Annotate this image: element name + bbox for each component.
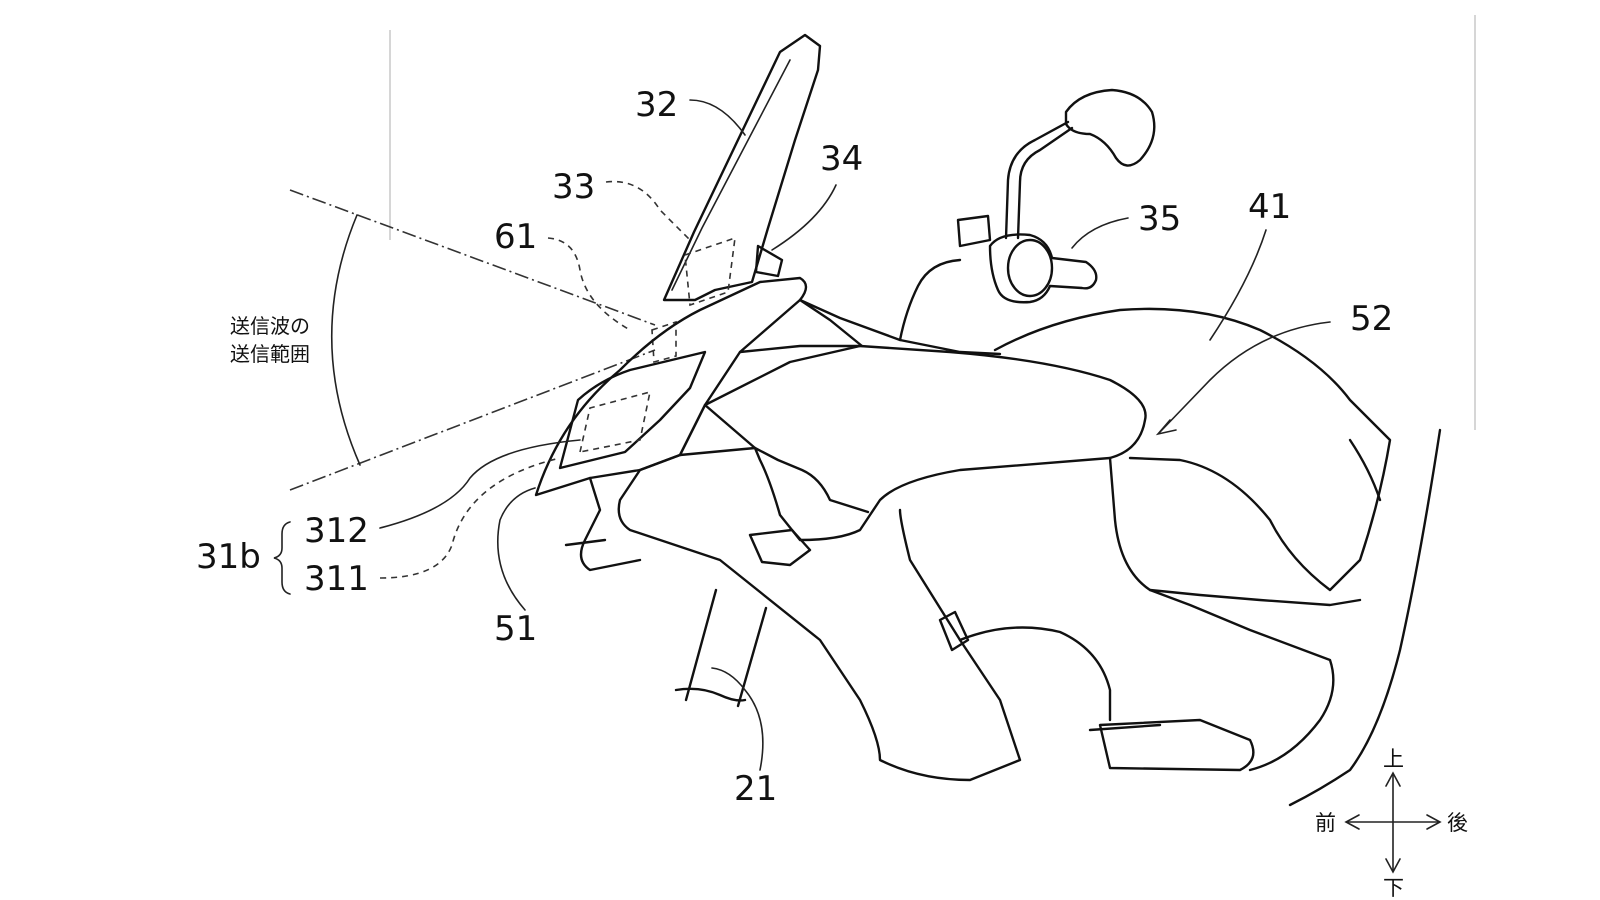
label-31b: 31b <box>196 537 261 577</box>
direction-compass: 上 下 前 後 <box>1315 747 1468 900</box>
leader-35 <box>1071 217 1129 249</box>
transmission-range: 送信波の 送信範囲 <box>230 189 656 491</box>
compass-rear-label: 後 <box>1447 811 1468 835</box>
label-41: 41 <box>1248 187 1291 227</box>
side-panel <box>958 456 1362 772</box>
leader-21 <box>711 667 764 771</box>
body-outline-right <box>1288 428 1442 807</box>
handlebar-grip <box>898 214 1098 342</box>
tank-edge <box>1348 438 1382 502</box>
leader-34 <box>771 184 837 251</box>
label-311: 311 <box>304 559 369 599</box>
range-arc <box>330 214 361 466</box>
brace-31b <box>273 521 291 595</box>
lower-fairing <box>564 468 1022 782</box>
label-35: 35 <box>1138 199 1181 239</box>
range-label-line1: 送信波の <box>230 314 310 338</box>
label-52: 52 <box>1350 299 1393 339</box>
label-61: 61 <box>494 217 537 257</box>
compass-up-label: 上 <box>1383 747 1404 771</box>
label-51: 51 <box>494 609 537 649</box>
label-34: 34 <box>820 139 863 179</box>
label-312: 312 <box>304 511 369 551</box>
range-upper-line <box>289 189 656 326</box>
mirror <box>1004 88 1156 240</box>
windscreen <box>662 33 822 302</box>
fuel-tank <box>993 307 1392 592</box>
label-21: 21 <box>734 769 777 809</box>
reflector <box>748 528 812 567</box>
leader-41 <box>1209 229 1267 341</box>
range-label-line2: 送信範囲 <box>230 342 310 366</box>
reference-numerals: 32 33 34 61 35 41 52 31b 312 311 51 21 <box>196 85 1393 809</box>
leader-51 <box>497 487 536 611</box>
front-cowl <box>534 276 1002 497</box>
radar-sensor-dashed <box>651 320 677 364</box>
front-fork <box>674 588 970 708</box>
compass-front-label: 前 <box>1315 811 1336 835</box>
compass-arrow-front <box>1344 814 1360 830</box>
compass-down-label: 下 <box>1383 876 1404 900</box>
range-lower-line <box>289 349 656 491</box>
compass-arrow-up <box>1385 771 1401 787</box>
compass-arrow-down <box>1385 858 1401 874</box>
compass-arrow-rear <box>1426 814 1442 830</box>
leader-52-arrowhead <box>1155 419 1177 436</box>
leader-32 <box>689 99 746 136</box>
bracket <box>754 244 784 278</box>
headlight-panel <box>558 350 707 470</box>
label-32: 32 <box>635 85 678 125</box>
label-33: 33 <box>552 167 595 207</box>
leader-312 <box>379 439 581 529</box>
leader-52 <box>1159 321 1331 433</box>
leader-33 <box>605 180 691 241</box>
leader-61 <box>547 237 631 331</box>
side-cowl <box>638 344 1147 542</box>
sensor-cover-dashed <box>684 236 736 307</box>
headlight-inner-dashed <box>578 390 652 454</box>
leader-311 <box>379 457 561 579</box>
leader-lines <box>379 99 1331 771</box>
